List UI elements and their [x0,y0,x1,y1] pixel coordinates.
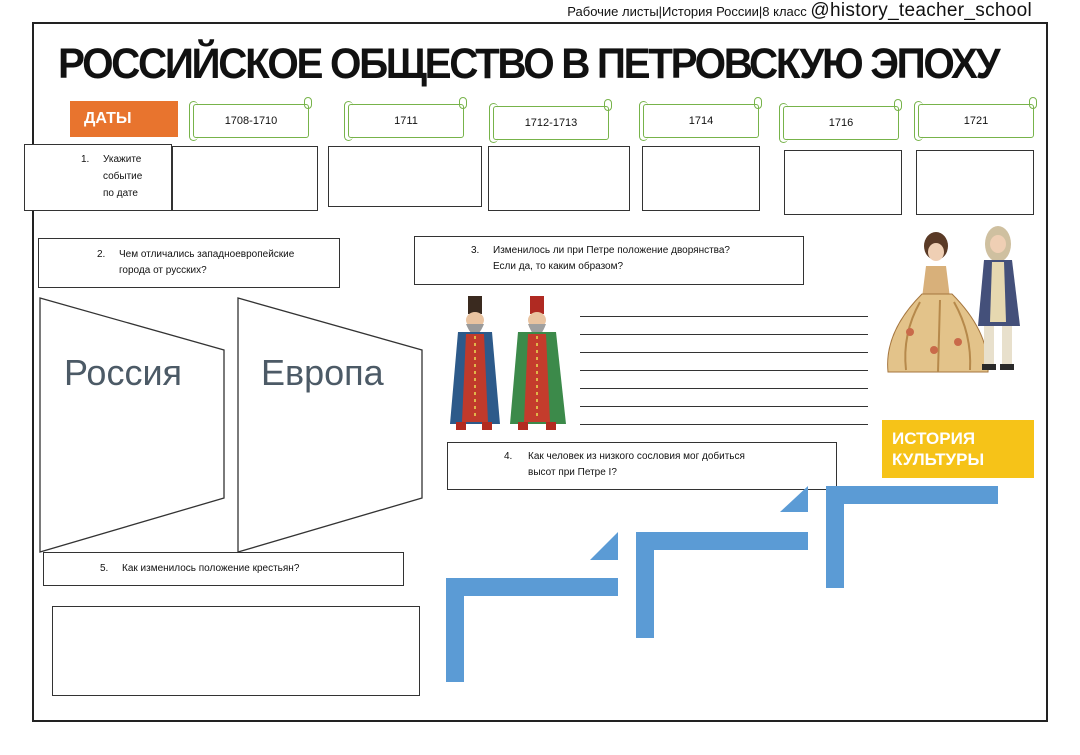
q3-text: Изменилось ли при Петре положение дворян… [493,245,730,256]
q2-number: 2. [97,249,106,260]
russia-shape [39,297,225,553]
date-scroll-1: 1708-1710 [189,97,312,141]
answer-line[interactable] [580,334,868,335]
answer-line[interactable] [580,406,868,407]
q3-number: 3. [471,245,480,256]
russia-label: Россия [64,352,183,393]
q5-box: 5. Как изменилось положение крестьян? [43,552,404,586]
boyar-1 [450,296,500,430]
q5-text: Как изменилось положение крестьян? [122,563,300,574]
q3-text2: Если да, то каким образом? [493,261,624,272]
answer-box-1[interactable] [172,146,318,211]
q1-box: 1. Укажите событие по дате [24,144,172,211]
answer-box-3[interactable] [488,146,630,211]
q2-text: Чем отличались западноевропейские [119,249,295,260]
q1-line3: по дате [103,188,138,199]
comparison-shapes [39,297,423,553]
answer-line[interactable] [580,352,868,353]
date-scroll-2: 1711 [344,97,467,141]
answer-line[interactable] [580,388,868,389]
noble-lady [887,232,989,373]
noble-gentleman [978,226,1020,370]
q2-text2: города от русских? [119,265,207,276]
answer-line[interactable] [580,370,868,371]
date-scroll-6: 1721 [914,97,1037,141]
q3-box: 3. Изменилось ли при Петре положение дво… [414,236,804,285]
q5-answer-box[interactable] [52,606,420,696]
answer-line[interactable] [580,424,868,425]
q1-line2: событие [103,171,143,182]
q2-box: 2. Чем отличались западноевропейские гор… [38,238,340,288]
europe-label: Европа [261,352,384,393]
q5-number: 5. [100,563,109,574]
author-handle: @history_teacher_school [810,0,1032,21]
answer-box-4[interactable] [642,146,760,211]
q4-text2: высот при Петре I? [528,467,617,478]
date-scroll-5: 1716 [779,99,902,143]
worksheet-meta: Рабочие листы|История России|8 класс @hi… [567,0,1032,22]
q4-number: 4. [504,451,513,462]
worksheet-frame [32,22,1048,722]
date-scroll-3: 1712-1713 [489,99,612,143]
culture-line2: КУЛЬТУРЫ [892,450,985,469]
q1-number: 1. [81,154,90,165]
answer-line[interactable] [580,316,868,317]
q4-text: Как человек из низкого сословия мог доби… [528,451,745,462]
date-scroll-4: 1714 [639,97,762,141]
q1-line1: Укажите [103,154,142,165]
answer-box-2[interactable] [328,146,482,207]
worksheet-series: Рабочие листы|История России|8 класс [567,4,807,19]
answer-box-6[interactable] [916,150,1034,215]
boyar-2 [510,296,566,430]
dates-label: ДАТЫ [70,101,178,137]
q4-box: 4. Как человек из низкого сословия мог д… [447,442,837,490]
culture-line1: ИСТОРИЯ [892,429,976,448]
nobles-illustration [887,226,1020,373]
stairs-graphic [446,486,998,682]
page-title: РОССИЙСКОЕ ОБЩЕСТВО В ПЕТРОВСКУЮ ЭПОХУ [58,40,1001,88]
answer-box-5[interactable] [784,150,902,215]
boyars-illustration [450,296,566,430]
culture-badge: ИСТОРИЯ КУЛЬТУРЫ [882,420,1034,478]
europe-shape [237,297,423,553]
